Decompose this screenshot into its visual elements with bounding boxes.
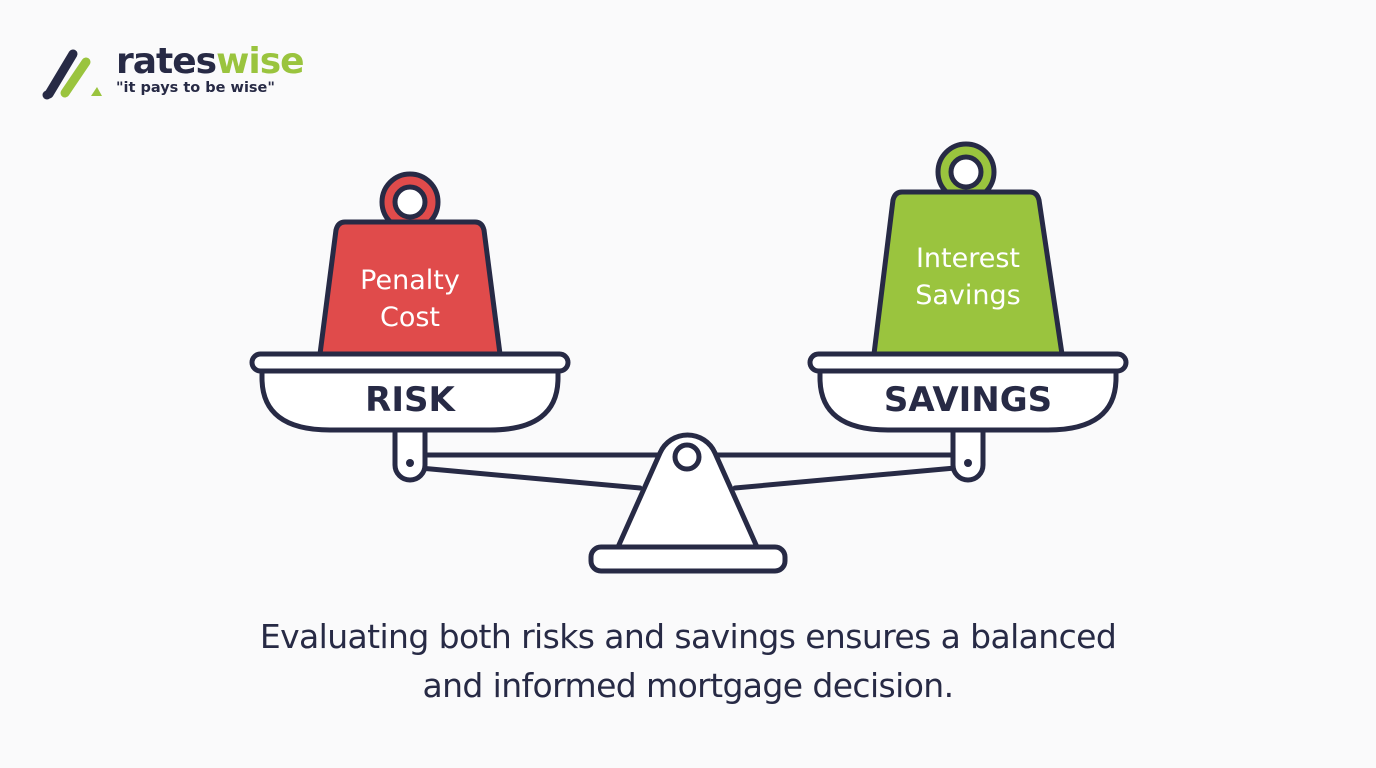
penalty-cost-weight bbox=[317, 171, 503, 357]
fulcrum-stand bbox=[588, 432, 788, 574]
interest-savings-label: Interest Savings bbox=[876, 240, 1060, 314]
interest-savings-line1: Interest bbox=[915, 243, 1021, 274]
caption: Evaluating both risks and savings ensure… bbox=[188, 612, 1188, 710]
brand-name: rateswise bbox=[116, 40, 305, 84]
risk-pan bbox=[249, 351, 571, 433]
left-pan-hanger bbox=[392, 427, 428, 483]
penalty-cost-label: Penalty Cost bbox=[320, 262, 500, 336]
tagline: "it pays to be wise" bbox=[116, 80, 275, 96]
right-pan-hanger bbox=[950, 427, 986, 483]
brand-name-wise: wise bbox=[216, 41, 304, 82]
penalty-cost-line2: Cost bbox=[379, 302, 441, 333]
brand-name-rates: rates bbox=[116, 41, 217, 82]
caption-line2: and informed mortgage decision. bbox=[422, 666, 954, 705]
logo-mark-icon bbox=[42, 49, 102, 100]
savings-label: SAVINGS bbox=[883, 380, 1053, 420]
interest-savings-line2: Savings bbox=[915, 280, 1021, 311]
caption-line1: Evaluating both risks and savings ensure… bbox=[259, 617, 1117, 656]
penalty-cost-line1: Penalty bbox=[360, 265, 460, 296]
rateswise-logo: rateswise "it pays to be wise" bbox=[40, 41, 320, 104]
risk-label: RISK bbox=[365, 380, 455, 420]
savings-pan bbox=[807, 351, 1129, 433]
